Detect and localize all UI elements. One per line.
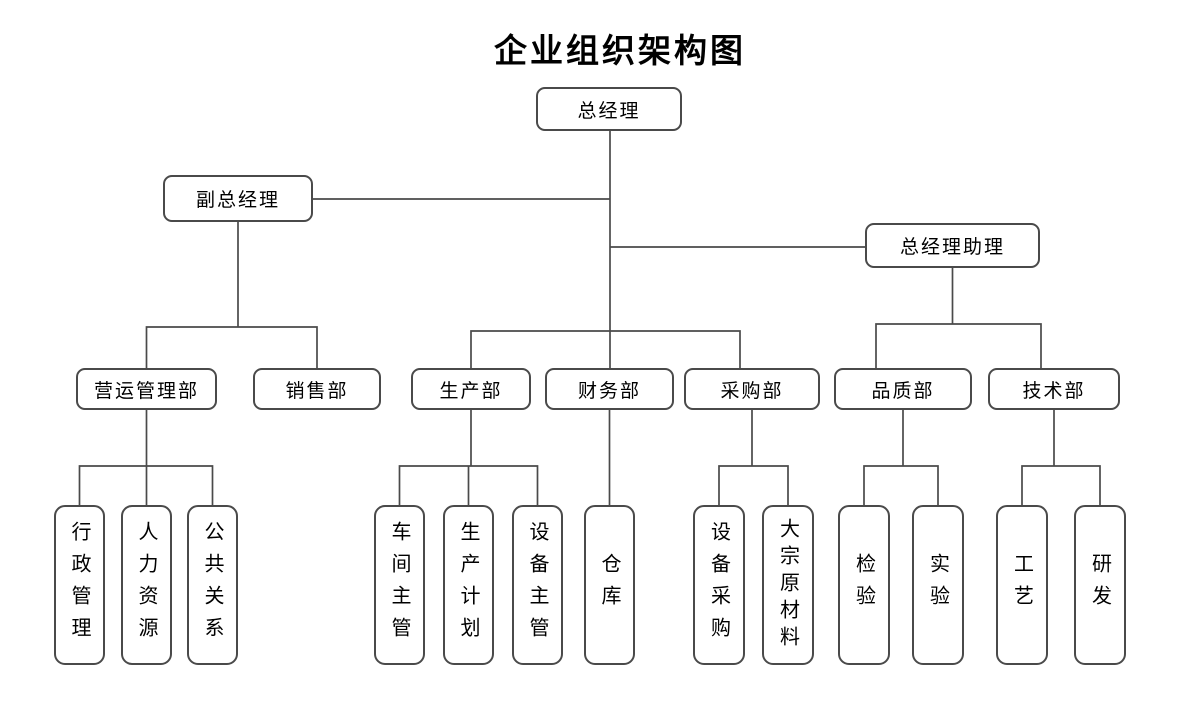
- node-label: 销售部: [285, 380, 349, 402]
- node-label: 公共关系: [201, 521, 223, 649]
- node-label: 人力资源: [135, 521, 157, 649]
- node-equipment-purchasing[interactable]: 设备采购: [693, 505, 745, 665]
- node-production-planning[interactable]: 生产计划: [443, 505, 494, 665]
- node-technology-dept[interactable]: 技术部: [988, 368, 1120, 410]
- node-workshop-supervisor[interactable]: 车间主管: [374, 505, 425, 665]
- node-label: 车间主管: [388, 521, 410, 649]
- node-label: 实验: [926, 553, 949, 617]
- node-gm-assistant[interactable]: 总经理助理: [865, 223, 1040, 268]
- node-label: 工艺: [1010, 553, 1033, 617]
- node-label: 大宗原材料: [776, 517, 799, 653]
- node-label: 总经理: [577, 100, 641, 122]
- node-label: 行政管理: [68, 521, 90, 649]
- node-process-engineering[interactable]: 工艺: [996, 505, 1048, 665]
- node-deputy-general-manager[interactable]: 副总经理: [163, 175, 313, 222]
- node-label: 研发: [1088, 553, 1111, 617]
- node-label: 采购部: [720, 380, 784, 402]
- node-testing[interactable]: 实验: [912, 505, 964, 665]
- node-human-resources[interactable]: 人力资源: [121, 505, 172, 665]
- node-operations-dept[interactable]: 营运管理部: [76, 368, 217, 410]
- node-research-development[interactable]: 研发: [1074, 505, 1126, 665]
- node-label: 财务部: [577, 380, 641, 402]
- node-label: 仓库: [598, 553, 620, 617]
- node-label: 设备采购: [707, 521, 730, 649]
- node-production-dept[interactable]: 生产部: [411, 368, 531, 410]
- node-label: 总经理助理: [899, 237, 1005, 258]
- node-equipment-supervisor[interactable]: 设备主管: [512, 505, 563, 665]
- node-bulk-raw-materials[interactable]: 大宗原材料: [762, 505, 814, 665]
- page-title: 企业组织架构图: [494, 32, 746, 69]
- node-public-relations[interactable]: 公共关系: [187, 505, 238, 665]
- node-general-manager[interactable]: 总经理: [536, 87, 682, 131]
- node-purchasing-dept[interactable]: 采购部: [684, 368, 820, 410]
- node-label: 技术部: [1022, 380, 1086, 402]
- node-sales-dept[interactable]: 销售部: [253, 368, 381, 410]
- node-admin-management[interactable]: 行政管理: [54, 505, 105, 665]
- node-label: 营运管理部: [93, 380, 199, 402]
- node-label: 品质部: [871, 380, 935, 402]
- node-label: 检验: [852, 553, 875, 617]
- node-label: 生产部: [439, 380, 503, 402]
- node-finance-dept[interactable]: 财务部: [545, 368, 674, 410]
- node-label: 生产计划: [457, 521, 479, 649]
- node-inspection[interactable]: 检验: [838, 505, 890, 665]
- node-quality-dept[interactable]: 品质部: [834, 368, 972, 410]
- node-label: 副总经理: [195, 190, 280, 211]
- node-label: 设备主管: [526, 521, 548, 649]
- node-warehouse[interactable]: 仓库: [584, 505, 635, 665]
